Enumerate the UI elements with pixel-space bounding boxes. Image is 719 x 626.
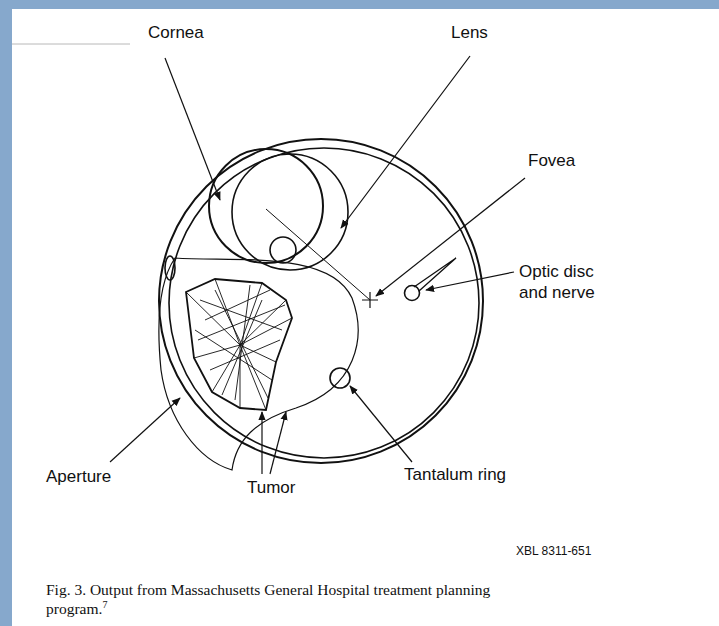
frame-bar (0, 0, 12, 626)
optic-disc (405, 286, 420, 301)
lens-marker (270, 237, 296, 263)
eye-inner (169, 148, 479, 458)
part-label: Tumor (247, 477, 296, 498)
part-label: Cornea (148, 22, 204, 43)
part-label: Tantalum ring (404, 464, 506, 485)
fovea-cross (362, 292, 378, 308)
figure-id: XBL 8311-651 (516, 541, 591, 562)
optic-axis (266, 209, 370, 300)
caption-text: Fig. 3. Output from Massachusetts Genera… (46, 581, 490, 617)
part-label: Fovea (528, 150, 575, 171)
figure-caption: Fig. 3. Output from Massachusetts Genera… (46, 580, 516, 618)
rule-line (12, 44, 130, 45)
optic-nerve (414, 258, 456, 291)
frame-bar (0, 0, 719, 9)
cornea-circle (209, 149, 323, 263)
aperture-outline (159, 258, 358, 470)
tumor-outline (186, 279, 292, 410)
reference-number: 7 (102, 599, 107, 610)
part-label: Aperture (46, 466, 111, 487)
part-label: Lens (451, 22, 488, 43)
eye-outer (159, 139, 483, 463)
tumor-mesh (186, 279, 292, 410)
leader-lines (110, 56, 525, 474)
part-label: Optic disc and nerve (519, 261, 619, 303)
lens-circle (232, 154, 348, 270)
